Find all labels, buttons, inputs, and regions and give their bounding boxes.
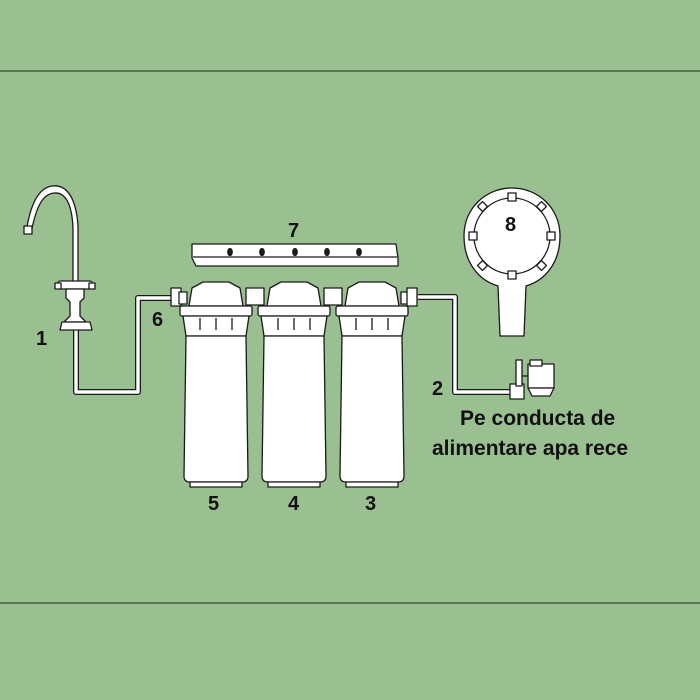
water-tubing bbox=[73, 294, 512, 395]
label-filter-left: 5 bbox=[208, 493, 220, 515]
caption-line-1: Pe conducta de bbox=[460, 407, 616, 430]
label-filter-middle: 4 bbox=[288, 493, 300, 515]
bracket-icon bbox=[191, 243, 399, 267]
label-filter-right: 3 bbox=[365, 493, 377, 515]
filter-housing-icon bbox=[170, 281, 253, 488]
label-outlet-fitting: 6 bbox=[152, 309, 164, 331]
connector-icon bbox=[323, 287, 343, 306]
label-inlet-valve: 2 bbox=[432, 378, 444, 400]
caption-line-2: alimentare apa rece bbox=[432, 437, 629, 460]
valve-icon bbox=[509, 359, 555, 400]
label-faucet: 1 bbox=[36, 328, 48, 350]
label-wall-bracket: 7 bbox=[288, 220, 300, 242]
connector-icon bbox=[245, 287, 265, 306]
faucet-icon bbox=[23, 185, 96, 331]
filter-housing-icon bbox=[257, 281, 331, 488]
wrench-icon bbox=[463, 187, 561, 337]
label-housing-wrench: 8 bbox=[505, 214, 517, 236]
filter-housing-icon bbox=[335, 281, 418, 488]
